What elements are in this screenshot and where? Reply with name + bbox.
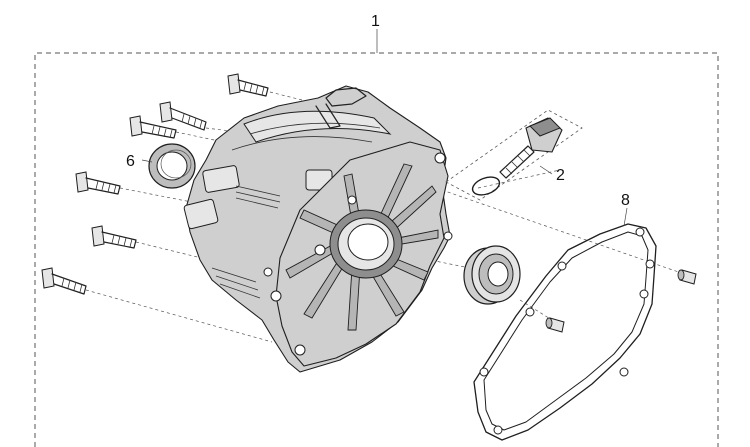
bolt-2 (159, 101, 207, 131)
oil-seal (148, 143, 196, 189)
callout-2-leader (539, 165, 553, 175)
callout-1-label: 1 (371, 13, 380, 30)
bolt-1 (227, 73, 269, 97)
bolt-4 (75, 171, 121, 195)
dowel-pin-1 (677, 269, 697, 285)
o-ring (471, 176, 501, 196)
bolt-6 (41, 267, 87, 295)
dowel-pin-2 (545, 317, 565, 333)
callout-8-label: 8 (621, 192, 630, 209)
ball-bearing (463, 245, 521, 305)
bolt-3 (129, 115, 177, 139)
oil-plug-kit (445, 109, 583, 201)
callout-2-label: 2 (556, 167, 565, 184)
callout-6-leader (141, 159, 153, 163)
bolt-5 (91, 225, 137, 249)
gasket (473, 223, 657, 441)
oil-plug-dashed-frame (445, 109, 583, 201)
crankcase-cover (183, 85, 453, 373)
callout-6-label: 6 (126, 153, 135, 170)
callout-8-leader (623, 207, 628, 227)
assembly-dashed-frame (34, 52, 719, 447)
